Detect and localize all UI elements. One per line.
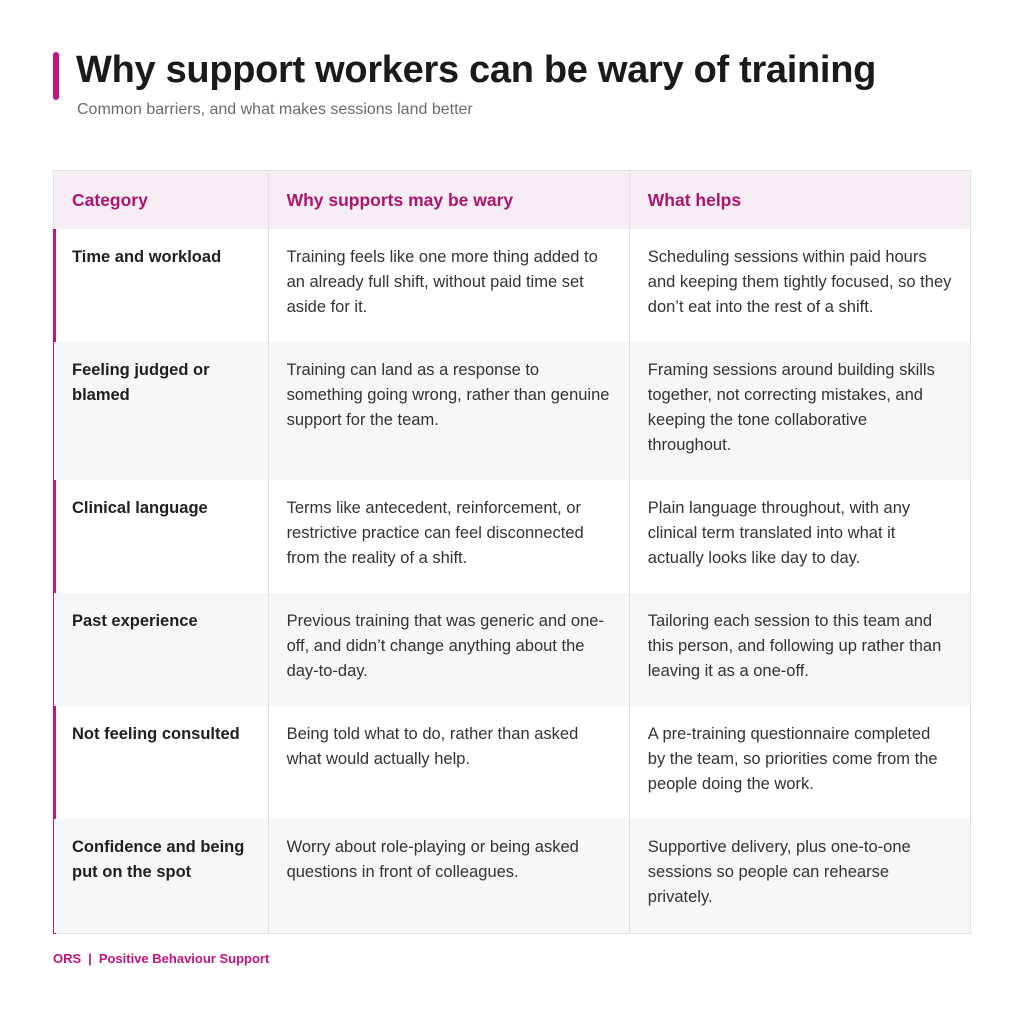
page-subtitle: Common barriers, and what makes sessions… bbox=[77, 101, 473, 118]
table-row: Feeling judged or blamed Training can la… bbox=[54, 342, 970, 480]
row-wary: Training feels like one more thing added… bbox=[269, 229, 630, 342]
row-wary: Previous training that was generic and o… bbox=[269, 593, 630, 706]
row-helps: Scheduling sessions within paid hours an… bbox=[647, 248, 952, 316]
row-helps: Tailoring each session to this team and … bbox=[647, 612, 942, 680]
row-category: Clinical language bbox=[54, 480, 269, 593]
row-category: Not feeling consulted bbox=[54, 706, 269, 819]
row-wary: Being told what to do, rather than asked… bbox=[269, 706, 630, 819]
row-helps: Framing sessions around building skills … bbox=[647, 361, 935, 454]
table-row: Clinical language Terms like antecedent,… bbox=[54, 480, 970, 593]
table-row: Confidence and being put on the spot Wor… bbox=[54, 819, 970, 933]
header-category: Category bbox=[54, 171, 269, 229]
footer-separator: | bbox=[88, 951, 92, 966]
row-wary: Training can land as a response to somet… bbox=[269, 342, 630, 480]
footer-logo-text: ORS bbox=[53, 951, 82, 966]
row-wary: Worry about role-playing or being asked … bbox=[269, 819, 630, 933]
row-category: Feeling judged or blamed bbox=[54, 342, 269, 480]
footer-tagline: Positive Behaviour Support bbox=[98, 951, 270, 966]
table-row: Time and workload Training feels like on… bbox=[54, 229, 970, 342]
row-wary: Terms like antecedent, reinforcement, or… bbox=[269, 480, 630, 593]
barriers-table: Category Why supports may be wary What h… bbox=[53, 170, 971, 934]
header-helps: What helps bbox=[647, 190, 742, 210]
title-accent-bar bbox=[53, 52, 59, 100]
table-row: Not feeling consulted Being told what to… bbox=[54, 706, 970, 819]
page-title: Why support workers can be wary of train… bbox=[76, 49, 877, 91]
row-helps: Supportive delivery, plus one-to-one ses… bbox=[647, 838, 911, 906]
row-category: Time and workload bbox=[54, 229, 269, 342]
row-category: Past experience bbox=[54, 593, 269, 706]
row-helps: A pre-training questionnaire completed b… bbox=[647, 725, 938, 793]
row-helps: Plain language throughout, with any clin… bbox=[647, 499, 911, 567]
table-accent-bar bbox=[53, 229, 56, 934]
table-row: Past experience Previous training that w… bbox=[54, 593, 970, 706]
header-wary: Why supports may be wary bbox=[269, 171, 630, 229]
footer-brand: ORS | Positive Behaviour Support bbox=[53, 951, 269, 966]
table-header-row: Category Why supports may be wary What h… bbox=[54, 171, 970, 229]
row-category: Confidence and being put on the spot bbox=[54, 819, 269, 933]
